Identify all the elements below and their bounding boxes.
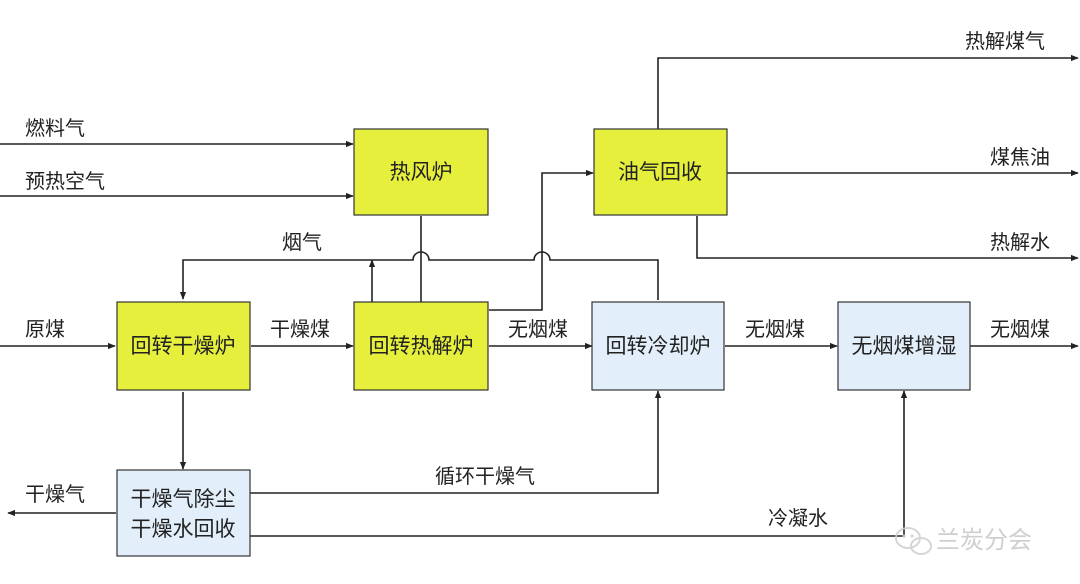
condensate-water-label: 冷凝水: [768, 506, 828, 530]
smokeless-coal-label-1: 无烟煤: [508, 317, 568, 341]
flue-gas-edge: [179, 251, 659, 300]
oil-gas-recovery-label: 油气回收: [618, 160, 702, 184]
dry-coal-label: 干燥煤: [270, 317, 330, 341]
dust-removal-box: [116, 469, 251, 557]
circulating-drying-gas-label: 循环干燥气: [435, 464, 535, 488]
coal-tar-label: 煤焦油: [990, 145, 1050, 169]
rotary-cooler-box: [591, 301, 725, 391]
rotary-pyrolysis-label: 回转热解炉: [369, 334, 474, 358]
rotary-dryer-label: 回转干燥炉: [131, 334, 236, 358]
pyrolysis-water-edge: [696, 216, 1079, 262]
dust-removal-label-line2: 干燥水回收: [131, 517, 236, 541]
hot-air-furnace-label: 热风炉: [390, 160, 453, 184]
dust-removal-label-line1: 干燥气除尘: [131, 487, 236, 511]
fuel-gas-label: 燃料气: [25, 116, 85, 140]
wechat-icon: [895, 527, 932, 555]
preheated-air-label: 预热空气: [25, 169, 105, 193]
circulating-gas-edge: [250, 390, 662, 494]
raw-coal-label: 原煤: [25, 317, 65, 341]
pyrolysis-gas-label: 热解煤气: [965, 29, 1045, 53]
oil-gas-recovery-box: [593, 128, 728, 216]
anthracite-humidify-box: [837, 301, 971, 391]
watermark-text: 兰炭分会: [936, 526, 1032, 554]
smokeless-coal-label-2: 无烟煤: [745, 317, 805, 341]
anthracite-humidify-label: 无烟煤增湿: [852, 334, 957, 358]
hot-air-furnace-box: [353, 128, 489, 216]
pyrolysis-to-oil-recovery-edge: [489, 169, 594, 311]
pyrolysis-water-label: 热解水: [990, 230, 1050, 254]
rotary-pyrolysis-box: [353, 301, 489, 391]
pyrolysis-gas-edge: [657, 54, 1079, 129]
drying-gas-out-label: 干燥气: [25, 482, 85, 506]
smokeless-coal-out-label: 无烟煤: [990, 317, 1050, 341]
flue-gas-label: 烟气: [282, 230, 322, 254]
rotary-dryer-box: [116, 301, 251, 391]
rotary-cooler-label: 回转冷却炉: [606, 334, 711, 358]
